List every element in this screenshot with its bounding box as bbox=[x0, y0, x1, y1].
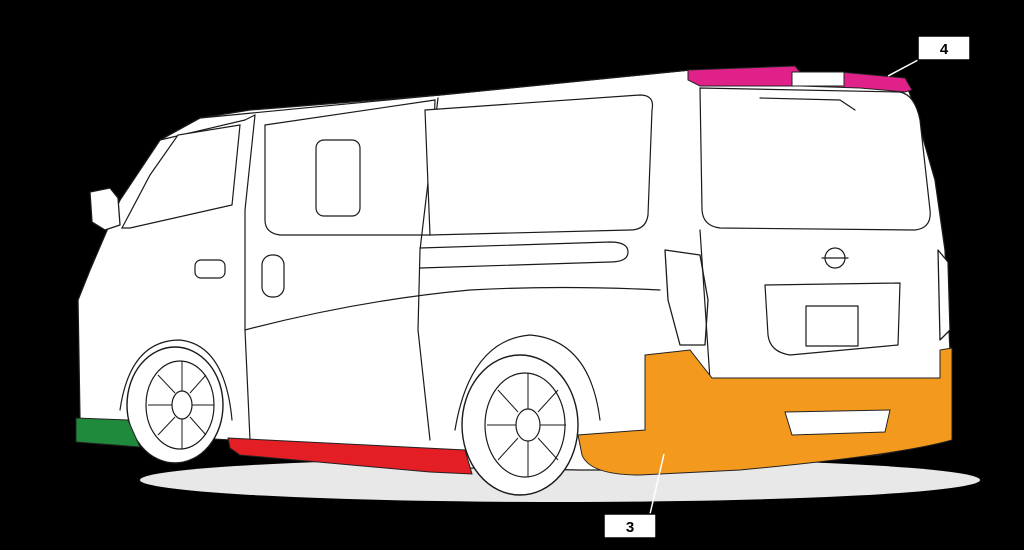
sliding-door-handle bbox=[261, 254, 285, 298]
side-skirt bbox=[227, 437, 473, 475]
front-wheel-arch bbox=[119, 339, 233, 421]
callout-3: 3 bbox=[603, 453, 665, 539]
front-bumper-side bbox=[75, 417, 141, 448]
front-door-handle bbox=[194, 259, 226, 279]
callout-4-box bbox=[917, 35, 971, 61]
rear-bumper bbox=[577, 347, 953, 476]
rear-step bbox=[784, 409, 891, 436]
sliding-door-small-window bbox=[315, 139, 361, 217]
callout-3-leader bbox=[649, 453, 665, 515]
rear-wheel bbox=[461, 354, 579, 496]
high-mount-brake-light bbox=[791, 71, 845, 87]
callout-3-label: 3 bbox=[626, 519, 634, 536]
van-body bbox=[77, 69, 951, 471]
license-plate bbox=[805, 305, 859, 347]
callout-3-box bbox=[603, 513, 657, 539]
rear-wheel-arch bbox=[454, 334, 601, 431]
ground-shadow bbox=[140, 458, 980, 502]
callout-4-label: 4 bbox=[940, 41, 949, 58]
front-wheel bbox=[126, 346, 224, 464]
callout-4: 4 bbox=[887, 35, 971, 77]
callout-4-leader bbox=[887, 59, 919, 77]
